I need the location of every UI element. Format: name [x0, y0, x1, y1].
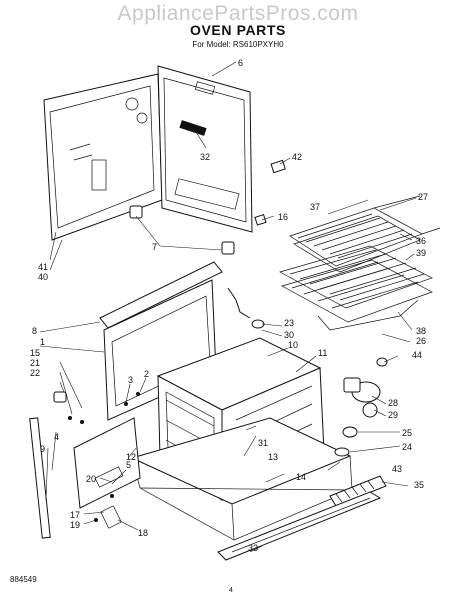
side-trim	[29, 391, 67, 539]
screw	[136, 392, 140, 396]
rear-insulation-panel	[43, 73, 163, 241]
callout: 28	[388, 398, 398, 408]
callout: 12	[126, 452, 136, 462]
callout: 37	[310, 202, 320, 212]
oven-rack	[279, 245, 433, 323]
callout: 33	[248, 543, 258, 553]
screw	[80, 420, 84, 424]
callout: 23	[284, 318, 294, 328]
callout: 3	[128, 375, 133, 385]
callout: 14	[296, 472, 306, 482]
callout: 8	[32, 326, 37, 336]
screw	[124, 402, 128, 406]
callout: 11	[318, 348, 327, 358]
callout: 1	[40, 337, 45, 347]
broil-element	[289, 195, 441, 273]
model-line: For Model: RS610PXYH0	[192, 40, 284, 49]
oven-front-trim	[99, 261, 223, 421]
diagram-title: OVEN PARTS	[190, 22, 286, 38]
screw	[68, 416, 72, 420]
callout: 10	[288, 340, 298, 350]
callout: 31	[258, 438, 268, 448]
callout-labels: 1 2 3 4 5 6 7 8 9 10 11 12 13 14 15 16 1…	[30, 58, 428, 553]
spacer	[129, 205, 143, 219]
callout: 18	[138, 528, 148, 538]
callout: 20	[86, 474, 96, 484]
callout: 7	[152, 242, 157, 252]
callout: 4	[54, 432, 59, 442]
oven-bottom	[130, 417, 353, 541]
callout: 9	[40, 444, 45, 454]
callout: 41	[38, 262, 48, 272]
callout: 21	[30, 358, 40, 368]
callout: 27	[418, 192, 428, 202]
leader-lines	[39, 61, 417, 553]
callout: 22	[30, 368, 40, 378]
element-terminal-block	[179, 120, 207, 136]
callout: 6	[238, 58, 243, 68]
callout: 32	[200, 152, 210, 162]
callout: 5	[126, 460, 131, 470]
spacer	[221, 241, 235, 255]
callout: 16	[278, 212, 288, 222]
callout: 26	[416, 336, 426, 346]
clip	[270, 159, 286, 174]
vent-strip	[329, 475, 387, 507]
kick-trim-detail	[231, 497, 371, 553]
callout: 2	[144, 369, 149, 379]
callout: 44	[412, 350, 422, 360]
callout: 19	[70, 520, 80, 530]
watermark: AppliancePartsPros.com	[117, 2, 359, 25]
callout: 25	[402, 428, 412, 438]
callout: 30	[284, 330, 294, 340]
callout: 15	[30, 348, 40, 358]
callout: 40	[38, 272, 48, 282]
callout: 35	[414, 480, 424, 490]
callout: 13	[268, 452, 278, 462]
callout: 42	[292, 152, 302, 162]
callout: 38	[416, 326, 426, 336]
thermostat-assembly	[334, 357, 388, 457]
page-number: 4	[229, 587, 233, 594]
callout: 17	[70, 510, 80, 520]
bake-element	[317, 299, 419, 331]
callout: 39	[416, 248, 426, 258]
oven-back-wall	[157, 65, 253, 233]
document-number: 884549	[10, 575, 37, 584]
clip	[254, 214, 267, 226]
callout: 43	[392, 464, 402, 474]
callout: 24	[402, 442, 412, 452]
door-latch-assembly	[73, 417, 141, 529]
callout: 36	[416, 236, 426, 246]
vent-tube	[227, 287, 251, 319]
callout: 29	[388, 410, 398, 420]
